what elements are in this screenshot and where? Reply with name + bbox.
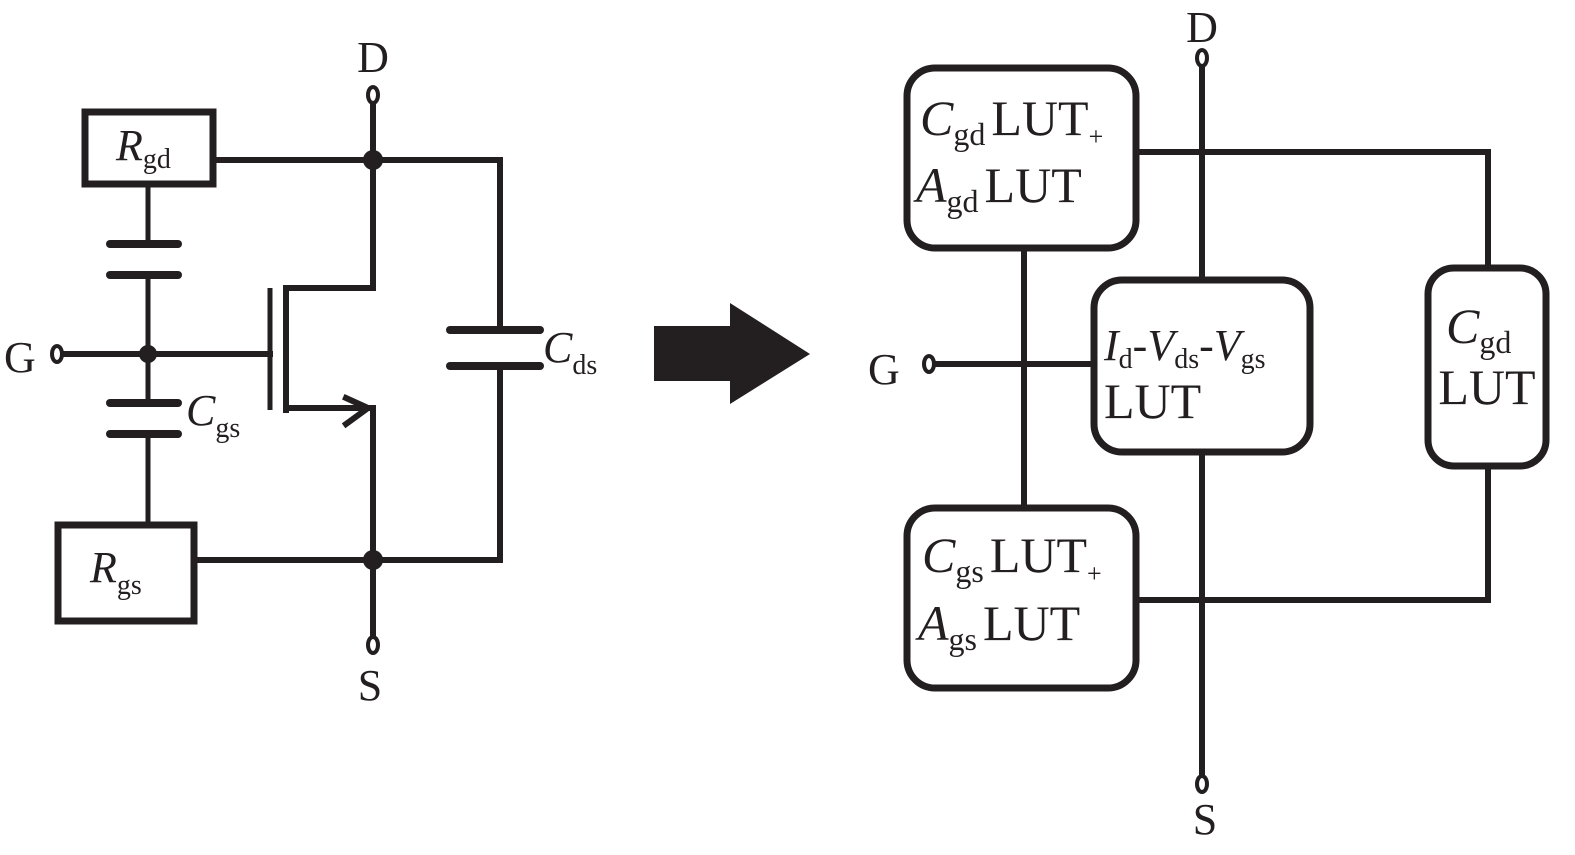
terminal-gate-left[interactable] [50, 344, 64, 364]
left-circuit: D Rgd G Cgs Rgs [4, 33, 597, 710]
terminal-label-source-left: S [358, 661, 382, 710]
label-rgd: Rgd [115, 121, 171, 175]
terminal-label-gate-right: G [868, 345, 900, 394]
mosfet-channel-drain [283, 157, 376, 413]
block-cgs-ags-lut[interactable] [903, 504, 1140, 692]
terminal-gate-right[interactable] [922, 354, 936, 374]
junction-source [363, 550, 383, 570]
wire-gd-block-to-cgd [1133, 149, 1491, 271]
block-cgd-lut[interactable] [1424, 264, 1550, 470]
block-cgd-agd-lut[interactable] [903, 64, 1140, 252]
label-cgs: Cgs [186, 386, 240, 444]
terminal-label-drain-right: D [1186, 3, 1218, 52]
junction-gate [139, 345, 157, 363]
terminal-drain-left[interactable] [366, 85, 380, 105]
right-arrow-icon [654, 303, 810, 404]
block-iv-line2: LUT [1104, 373, 1201, 429]
block-cgd-line2: LUT [1438, 359, 1535, 415]
wire-gs-block-to-cgd [1133, 463, 1491, 603]
label-cds: Cds [543, 323, 597, 381]
mosfet-source-arrow-icon [341, 394, 374, 429]
label-rgs: Rgs [89, 543, 142, 601]
terminal-drain-right[interactable] [1195, 48, 1209, 68]
block-id-vds-vgs-lut[interactable] [1090, 276, 1314, 456]
resistor-rgs [54, 521, 198, 625]
terminal-source-right[interactable] [1195, 774, 1209, 794]
block-cgd-line1: Cgd [1446, 298, 1511, 360]
terminal-label-source-right: S [1193, 795, 1217, 844]
terminal-source-left[interactable] [366, 635, 380, 655]
terminal-label-gate-left: G [4, 333, 36, 382]
terminal-label-drain-left: D [357, 33, 389, 82]
block-iv-line1: Id-Vds-Vgs [1103, 321, 1266, 375]
